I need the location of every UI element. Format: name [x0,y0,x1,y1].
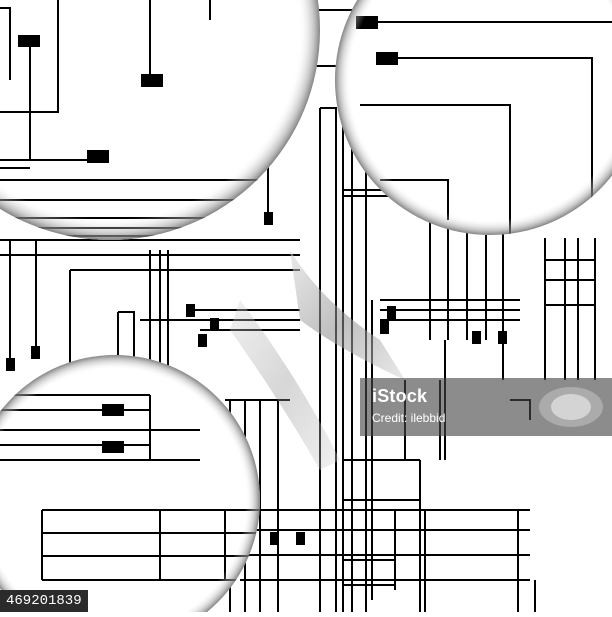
lens-top-right [335,0,612,235]
watermark-logo-icon [539,387,603,427]
lens-bottom-left [0,355,260,617]
watermark-badge: iStock Credit: ilebbid [360,378,612,436]
lens-top-left [0,0,320,240]
lens-shadow-band [290,250,405,380]
watermark-credit: Credit: ilebbid [372,411,446,425]
lens-shadow-band-lower [230,300,340,470]
watermark-brand: iStock [372,386,428,406]
image-id-label: 469201839 [0,590,88,612]
